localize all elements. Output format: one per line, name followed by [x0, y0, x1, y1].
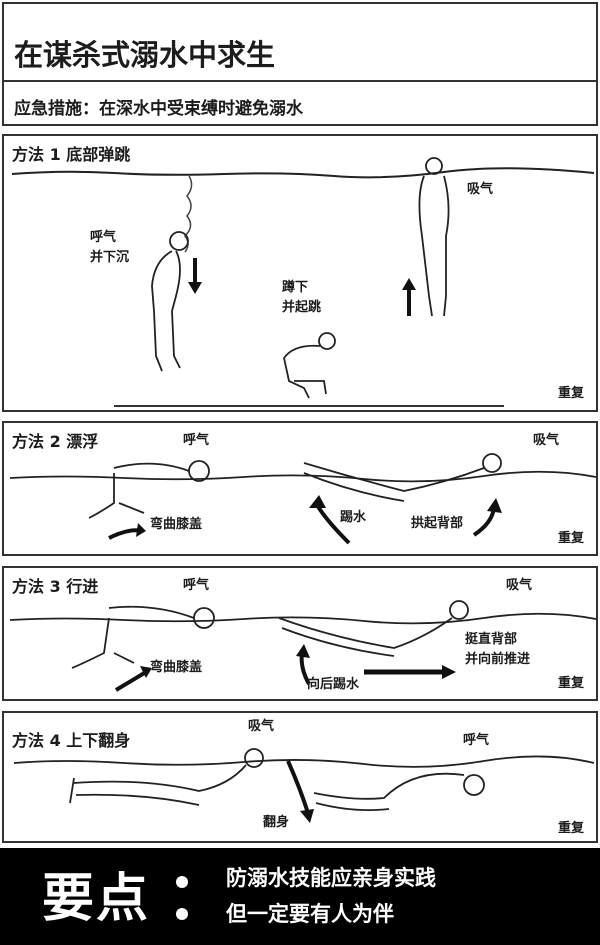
label-inhale: 吸气	[506, 578, 533, 593]
backfloat-figure-icon	[69, 748, 264, 806]
curled-figure-icon	[88, 460, 210, 519]
page-title: 在谋杀式溺水中求生	[14, 38, 276, 72]
method-3-title: 方法 3 行进	[12, 577, 99, 596]
key-points-label: 要点	[42, 869, 151, 929]
method-1-panel: 方法 1 底部弹跳 呼气 并下沉 蹲下 并起跳 吸气 重复	[2, 134, 598, 412]
label-bend-knees: 弯曲膝盖	[150, 660, 203, 675]
label-crouch: 蹲下	[282, 280, 309, 295]
label-inhale: 吸气	[467, 182, 494, 197]
label-arch-back: 拱起背部	[411, 516, 464, 531]
label-exhale: 呼气	[183, 433, 210, 448]
floating-figure-icon	[303, 453, 502, 502]
title-box: 在谋杀式溺水中求生	[2, 2, 598, 82]
label-kick: 踢水	[340, 510, 367, 525]
label-bend-knees: 弯曲膝盖	[150, 517, 203, 532]
facedown-figure-icon	[313, 772, 485, 812]
method-1-illustration	[11, 157, 595, 407]
method-3-panel: 方法 3 行进 呼气 弯曲膝盖 向后踢水 挺直背部 并向前推进 吸气 重复	[2, 566, 598, 701]
method-2-title: 方法 2 漂浮	[12, 432, 99, 451]
method-4-panel: 方法 4 上下翻身 吸气 翻身 呼气 重复	[2, 711, 598, 843]
method-4-title: 方法 4 上下翻身	[12, 731, 131, 750]
label-jump: 并起跳	[282, 299, 322, 315]
label-inhale: 吸气	[248, 719, 275, 734]
label-straighten-back: 挺直背部	[465, 632, 518, 647]
sinking-figure-icon	[151, 231, 189, 372]
method-2-panel: 方法 2 漂浮 呼气 弯曲膝盖 踢水 拱起背部 吸气 重复	[2, 421, 598, 556]
key-point-2: 但一定要有人为伴	[226, 902, 394, 926]
repeat-label: 重复	[557, 676, 584, 691]
page-subtitle: 应急措施：在深水中受束缚时避免溺水	[14, 99, 303, 119]
method-2-illustration	[9, 453, 596, 545]
label-push-forward: 并向前推进	[465, 651, 531, 667]
repeat-label: 重复	[557, 821, 584, 836]
key-points-banner: 要点 防溺水技能应亲身实践 但一定要有人为伴	[0, 848, 600, 945]
label-exhale: 呼气	[183, 578, 210, 593]
crawling-figure-icon	[71, 605, 215, 669]
subtitle-box: 应急措施：在深水中受束缚时避免溺水	[2, 80, 598, 126]
bullet-dot-icon	[176, 908, 188, 920]
crouching-figure-icon	[283, 332, 336, 399]
label-inhale: 吸气	[533, 433, 560, 448]
extended-figure-icon	[278, 600, 469, 657]
repeat-label: 重复	[557, 386, 584, 401]
label-exhale: 呼气	[90, 230, 117, 245]
label-kick-back: 向后踢水	[307, 677, 360, 692]
rising-figure-icon	[418, 157, 450, 317]
key-point-1: 防溺水技能应亲身实践	[226, 866, 436, 890]
label-flip: 翻身	[263, 815, 290, 830]
bullet-dot-icon	[176, 876, 188, 888]
label-exhale: 呼气	[463, 733, 490, 748]
method-1-title: 方法 1 底部弹跳	[12, 145, 131, 164]
method-3-illustration	[9, 600, 596, 692]
method-4-illustration	[13, 748, 595, 823]
label-sink: 并下沉	[90, 249, 130, 265]
repeat-label: 重复	[557, 531, 584, 546]
